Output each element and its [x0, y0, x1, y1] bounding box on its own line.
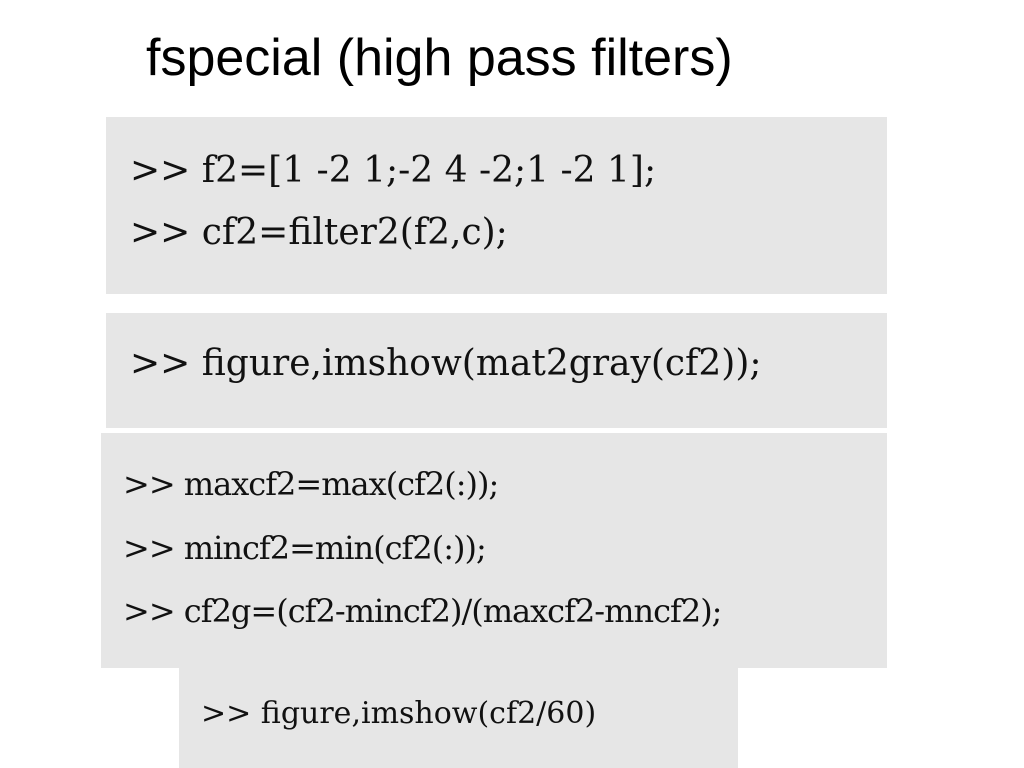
code-block-filter-definition: >> f2=[1 -2 1;-2 4 -2;1 -2 1]; >> cf2=fi…: [106, 117, 887, 294]
code-line: >> cf2=filter2(f2,c);: [130, 212, 508, 253]
code-line: >> f2=[1 -2 1;-2 4 -2;1 -2 1];: [130, 150, 657, 191]
slide-title: fspecial (high pass filters): [146, 29, 733, 87]
code-block-imshow-scaled: >> figure,imshow(cf2/60): [179, 668, 738, 768]
code-block-normalize: >> maxcf2=max(cf2(:)); >> mincf2=min(cf2…: [101, 433, 887, 668]
code-block-mat2gray: >> figure,imshow(mat2gray(cf2));: [106, 313, 887, 428]
code-line: >> cf2g=(cf2-mincf2)/(maxcf2-mncf2);: [123, 592, 722, 630]
code-line: >> mincf2=min(cf2(:));: [123, 529, 487, 567]
code-line: >> maxcf2=max(cf2(:));: [123, 465, 499, 503]
code-line: >> figure,imshow(mat2gray(cf2));: [130, 343, 762, 384]
code-line: >> figure,imshow(cf2/60): [201, 696, 597, 731]
